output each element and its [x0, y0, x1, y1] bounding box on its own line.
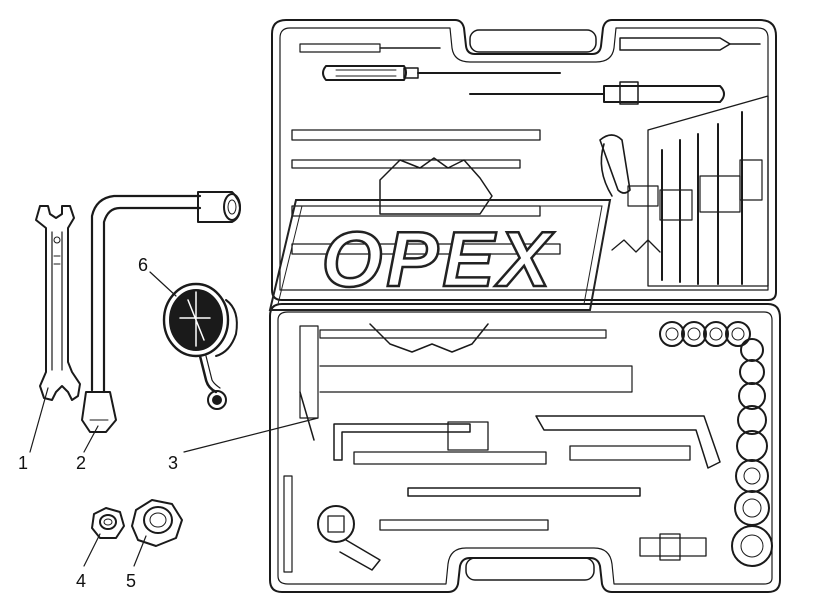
callout-1: 1 — [18, 453, 29, 473]
leader-lines — [29, 271, 319, 567]
callout-3: 3 — [168, 453, 179, 473]
l-box-wrench — [81, 191, 241, 433]
leader-line-5 — [133, 535, 147, 567]
case-base — [269, 303, 781, 593]
callout-5: 5 — [126, 571, 137, 591]
leader-line-4 — [83, 533, 101, 567]
leader-line-3 — [183, 417, 319, 453]
watermark: OPEX — [268, 199, 612, 311]
leader-line-6 — [149, 271, 177, 297]
leader-line-2 — [83, 425, 99, 453]
callout-6: 6 — [138, 255, 149, 275]
open-end-wrench — [35, 205, 81, 401]
leader-line-1 — [29, 387, 49, 453]
pressure-gauge — [162, 282, 238, 410]
watermark-text: OPEX — [322, 215, 555, 303]
large-hex-nut — [131, 499, 183, 547]
callout-2: 2 — [76, 453, 87, 473]
callout-4: 4 — [76, 571, 87, 591]
small-hex-nut — [91, 507, 125, 539]
